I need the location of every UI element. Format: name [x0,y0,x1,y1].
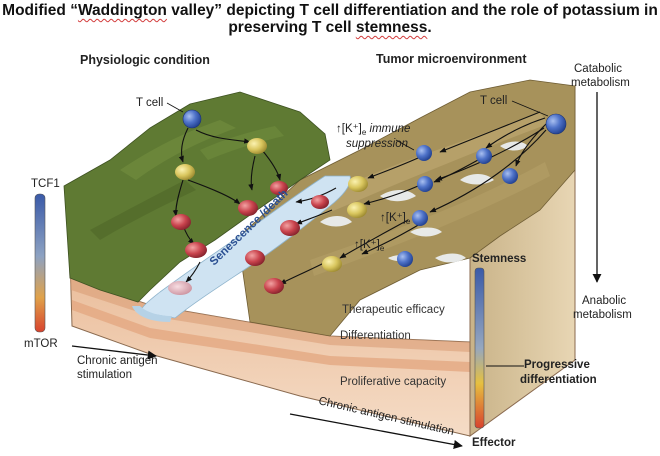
anabolic-label-line1: Anabolic [582,295,626,307]
effector-t-cell [171,214,191,230]
chronic-antigen-left-line1: Chronic antigen [77,355,158,367]
title-text: preserving T cell [228,19,356,36]
left-cell-paths [172,127,282,283]
pointer-line [166,102,184,113]
anabolic-label-line2: metabolism [573,309,632,321]
effector-t-cell [280,220,300,236]
title-text: Modified “ [2,2,78,19]
stem-t-cell [412,210,428,226]
intermediate-t-cell [348,176,368,192]
k-label: [K⁺] [360,239,380,251]
intermediate-t-cell [247,138,267,154]
chronic-antigen-bottom-arrow [289,413,463,449]
stem-t-cell [545,113,567,135]
title-text: . [427,19,432,36]
figure-title-line-1: Modified “Waddington valley” depicting T… [0,2,660,20]
pointer-line [395,139,415,151]
up-arrow-icon: ↑ [336,123,342,135]
heading-tumor: Tumor microenvironment [376,52,527,66]
k-subscript: e [362,128,367,137]
layer-proliferative-capacity: Proliferative capacity [340,376,446,388]
title-wavy-word: stemness [355,19,428,36]
title-wavy-word: Waddington [77,2,167,19]
k-mid-annotation: ↑[K⁺]e [380,212,411,226]
effector-t-cell [245,250,265,266]
up-arrow-icon: ↑ [354,239,360,251]
k-subscript: e [380,244,385,253]
mtor-label: mTOR [24,338,58,350]
stemness-effector-gradient-bar [474,267,485,429]
tcf1-label: TCF1 [31,178,60,190]
right-cell-paths [279,111,547,285]
effector-t-cell [311,195,329,209]
effector-t-cell [238,200,258,216]
catabolic-label-line1: Catabolic [574,63,622,75]
chronic-antigen-left-line2: stimulation [77,369,132,381]
progressive-label-line1: Progressive [524,359,590,371]
effector-t-cell [270,181,288,195]
layer-therapeutic-efficacy: Therapeutic efficacy [342,304,445,316]
catabolic-label-line2: metabolism [571,77,630,89]
progressive-label-line2: differentiation [520,374,597,386]
immune-text: immune [366,123,410,135]
intermediate-t-cell [347,202,367,218]
stem-t-cell [416,145,432,161]
t-cell-label-left: T cell [136,97,163,109]
k-subscript: e [406,217,411,226]
effector-t-cell [185,242,207,258]
k-label: [K⁺] [342,123,362,135]
k-suppression-text: suppression [346,138,408,150]
layer-differentiation: Differentiation [340,330,411,342]
up-arrow-icon: ↑ [380,212,386,224]
title-text: valley” depicting T cell differentiation… [166,2,658,19]
stem-t-cell [182,109,202,129]
effector-t-cell [264,278,284,294]
heading-physiologic: Physiologic condition [80,53,210,67]
chronic-antigen-left-arrow [71,345,157,360]
k-immune-annotation: ↑[K⁺]e immune [336,123,410,137]
senescent-t-cell [168,281,192,295]
intermediate-t-cell [322,256,342,272]
right-cells [245,113,567,294]
stem-t-cell [417,176,433,192]
t-cell-label-right: T cell [480,95,507,107]
left-cells [168,109,288,295]
stem-t-cell [397,251,413,267]
stem-t-cell [476,148,492,164]
figure-title-line-2: preserving T cell stemness. [0,19,660,37]
effector-label: Effector [472,437,516,449]
intermediate-t-cell [175,164,195,180]
river-valley [132,175,351,322]
pointer-line [511,100,549,117]
k-label: [K⁺] [386,212,406,224]
tcf1-mtor-gradient-bar [34,193,46,333]
stem-t-cell [502,168,518,184]
stemness-label: Stemness [472,253,526,265]
k-low-annotation: ↑[K⁺]e [354,239,385,253]
